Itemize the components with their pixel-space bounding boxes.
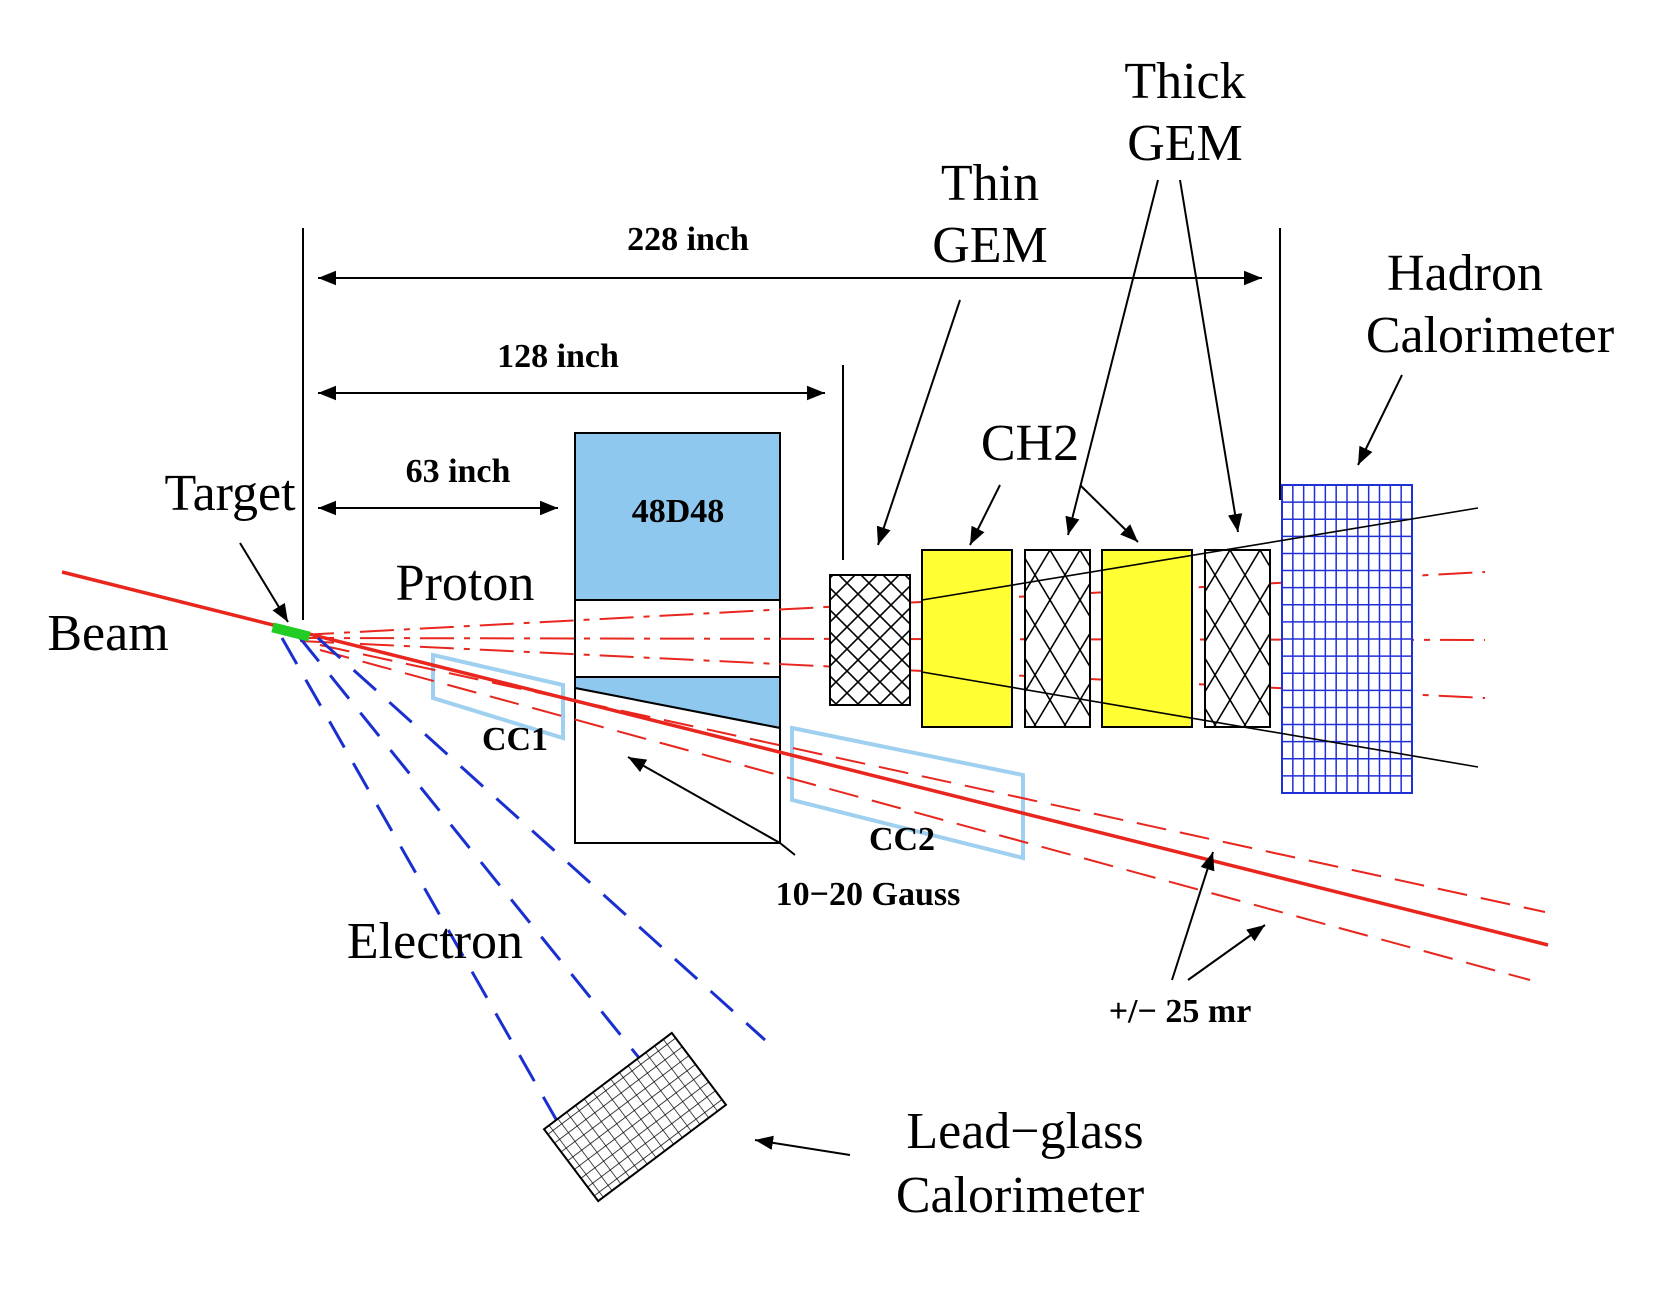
label-field: 10−20 Gauss: [776, 876, 961, 913]
label-angle: +/− 25 mr: [1109, 993, 1252, 1030]
label-magnet: 48D48: [632, 493, 725, 530]
label-63-inch: 63 inch: [406, 453, 511, 490]
label-128-inch: 128 inch: [497, 338, 619, 375]
angle-pointer-1: [1171, 851, 1215, 981]
thin-gem-detector: [829, 574, 911, 706]
label-thin-gem-line1: Thin: [941, 155, 1039, 212]
target-cell: [271, 622, 311, 642]
label-hadron-line1: Hadron: [1387, 245, 1543, 302]
label-thick-gem-line2: GEM: [1127, 115, 1243, 172]
label-thick-gem-line1: Thick: [1124, 53, 1245, 110]
electron-trajectories: [280, 636, 767, 1136]
label-cc1: CC1: [482, 721, 548, 758]
ch2-analyzer-1: [921, 549, 1013, 728]
dimension-lines: [302, 228, 1281, 620]
label-cc2: CC2: [869, 821, 935, 858]
field-pointer-2: [779, 842, 796, 856]
pointer-arrows: [239, 179, 1403, 1156]
ch2-pointer-2: [1079, 484, 1139, 543]
thick-gem-pointer-2: [1179, 179, 1243, 533]
label-beam: Beam: [47, 605, 168, 662]
ch2-analyzer-2: [1101, 549, 1193, 728]
beam-envelope: [319, 644, 1546, 981]
thick-gem-detector-2: [1204, 549, 1271, 728]
lead-glass-pointer: [754, 1135, 851, 1156]
thick-gem-pointer-1: [1065, 179, 1159, 536]
hadron-pointer: [1357, 374, 1403, 466]
cc1-outline: [431, 652, 565, 741]
label-lead-glass-line2: Calorimeter: [896, 1167, 1144, 1224]
field-pointer: [627, 756, 781, 844]
cc2-outline: [790, 725, 1025, 861]
detector-stack: [829, 549, 1271, 728]
label-lead-glass-line1: Lead−glass: [906, 1103, 1143, 1160]
label-ch2: CH2: [981, 415, 1079, 472]
label-hadron-line2: Calorimeter: [1366, 307, 1614, 364]
thin-gem-pointer: [876, 299, 961, 546]
thick-gem-detector-1: [1024, 549, 1091, 728]
acceptance-lines: [921, 507, 1479, 768]
label-proton: Proton: [396, 555, 535, 612]
cherenkov-counters: [431, 652, 1025, 861]
angle-pointer-2: [1187, 924, 1266, 981]
label-228-inch: 228 inch: [627, 221, 749, 258]
label-thin-gem-line2: GEM: [932, 217, 1048, 274]
ch2-pointer-1: [969, 484, 1001, 546]
label-electron: Electron: [347, 913, 523, 970]
labels: Thick GEM Thin GEM Hadron Calorimeter 22…: [47, 53, 1614, 1224]
target-pointer: [239, 542, 289, 623]
lead-glass-calorimeter: [542, 1031, 728, 1203]
label-target: Target: [164, 465, 296, 522]
